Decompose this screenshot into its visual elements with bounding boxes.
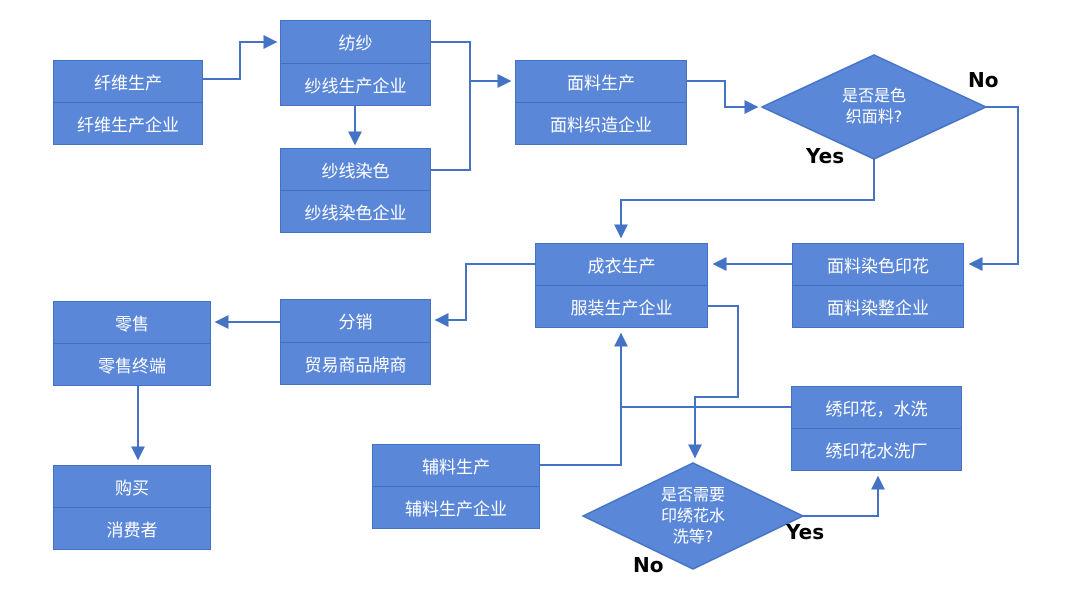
node-distribution: 分销 贸易商品牌商 xyxy=(280,299,431,385)
connector-decision1-yes-to-garment xyxy=(614,159,875,239)
node-distribution-title: 分销 xyxy=(338,313,373,334)
connector-fabric-to-decision1 xyxy=(687,80,759,114)
node-garment-subtitle: 服装生产企业 xyxy=(536,285,707,327)
node-spinning: 纺纱 纱线生产企业 xyxy=(280,20,431,106)
node-retail-title: 零售 xyxy=(115,315,149,335)
node-yarn-dyeing-title: 纱线染色 xyxy=(321,162,390,182)
node-accessories-title: 辅料生产 xyxy=(422,458,490,478)
connector-garment-to-decision2 xyxy=(688,305,739,459)
node-fabric-dyeing-subtitle: 面料染整企业 xyxy=(793,285,963,327)
connector-accessories-to-garment xyxy=(540,332,628,466)
decision-need-wash-diamond xyxy=(581,462,805,570)
connector-garment-to-distribution xyxy=(434,263,535,327)
decision-yarn-dyed-text: 是否是色 织面料? xyxy=(841,86,906,126)
node-retail: 零售 零售终端 xyxy=(53,301,211,386)
node-distribution-subtitle: 贸易商品牌商 xyxy=(281,341,430,385)
node-purchase-subtitle: 消费者 xyxy=(54,507,210,549)
node-fabric-subtitle: 面料织造企业 xyxy=(516,102,686,144)
connector-spinning-to-fabric xyxy=(431,41,512,88)
node-purchase: 购买 消费者 xyxy=(53,465,211,550)
node-fabric-title: 面料生产 xyxy=(567,74,635,94)
decision-need-wash-text: 是否需要 印绣花水 洗等? xyxy=(660,485,725,546)
node-garment-title: 成衣生产 xyxy=(587,257,656,277)
node-fabric: 面料生产 面料织造企业 xyxy=(515,60,687,145)
node-garment: 成衣生产 服装生产企业 xyxy=(535,243,708,328)
connector-decision1-no-to-fabric-dyeing xyxy=(968,106,1019,271)
decision1-no-label: No xyxy=(968,68,999,92)
node-accessories: 辅料生产 辅料生产企业 xyxy=(372,444,540,529)
decision2-yes-label: Yes xyxy=(786,520,825,544)
connector-yarn-dyeing-to-fabric xyxy=(431,81,471,171)
node-fiber: 纤维生产 纤维生产企业 xyxy=(53,60,203,145)
connector-fiber-to-spinning xyxy=(203,35,278,80)
decision1-yes-label: Yes xyxy=(806,144,845,168)
connector-decision2-yes-to-embroidery-wash xyxy=(803,475,885,517)
node-purchase-title: 购买 xyxy=(115,479,149,499)
node-yarn-dyeing: 纱线染色 纱线染色企业 xyxy=(280,148,431,233)
node-embroidery-wash-subtitle: 绣印花水洗厂 xyxy=(792,428,961,470)
node-yarn-dyeing-subtitle: 纱线染色企业 xyxy=(281,190,430,232)
node-embroidery-wash: 绣印花，水洗 绣印花水洗厂 xyxy=(791,386,962,471)
node-retail-subtitle: 零售终端 xyxy=(54,343,210,385)
node-fiber-subtitle: 纤维生产企业 xyxy=(54,102,202,144)
node-spinning-subtitle: 纱线生产企业 xyxy=(281,62,430,106)
node-fabric-dyeing: 面料染色印花 面料染整企业 xyxy=(792,243,964,328)
decision2-no-label: No xyxy=(633,553,664,577)
node-accessories-subtitle: 辅料生产企业 xyxy=(373,486,539,528)
node-spinning-title: 纺纱 xyxy=(338,34,373,55)
decision-yarn-dyed-diamond xyxy=(760,54,988,160)
node-fiber-title: 纤维生产 xyxy=(94,74,162,94)
node-fabric-dyeing-title: 面料染色印花 xyxy=(827,257,929,277)
node-embroidery-wash-title: 绣印花，水洗 xyxy=(825,400,928,420)
